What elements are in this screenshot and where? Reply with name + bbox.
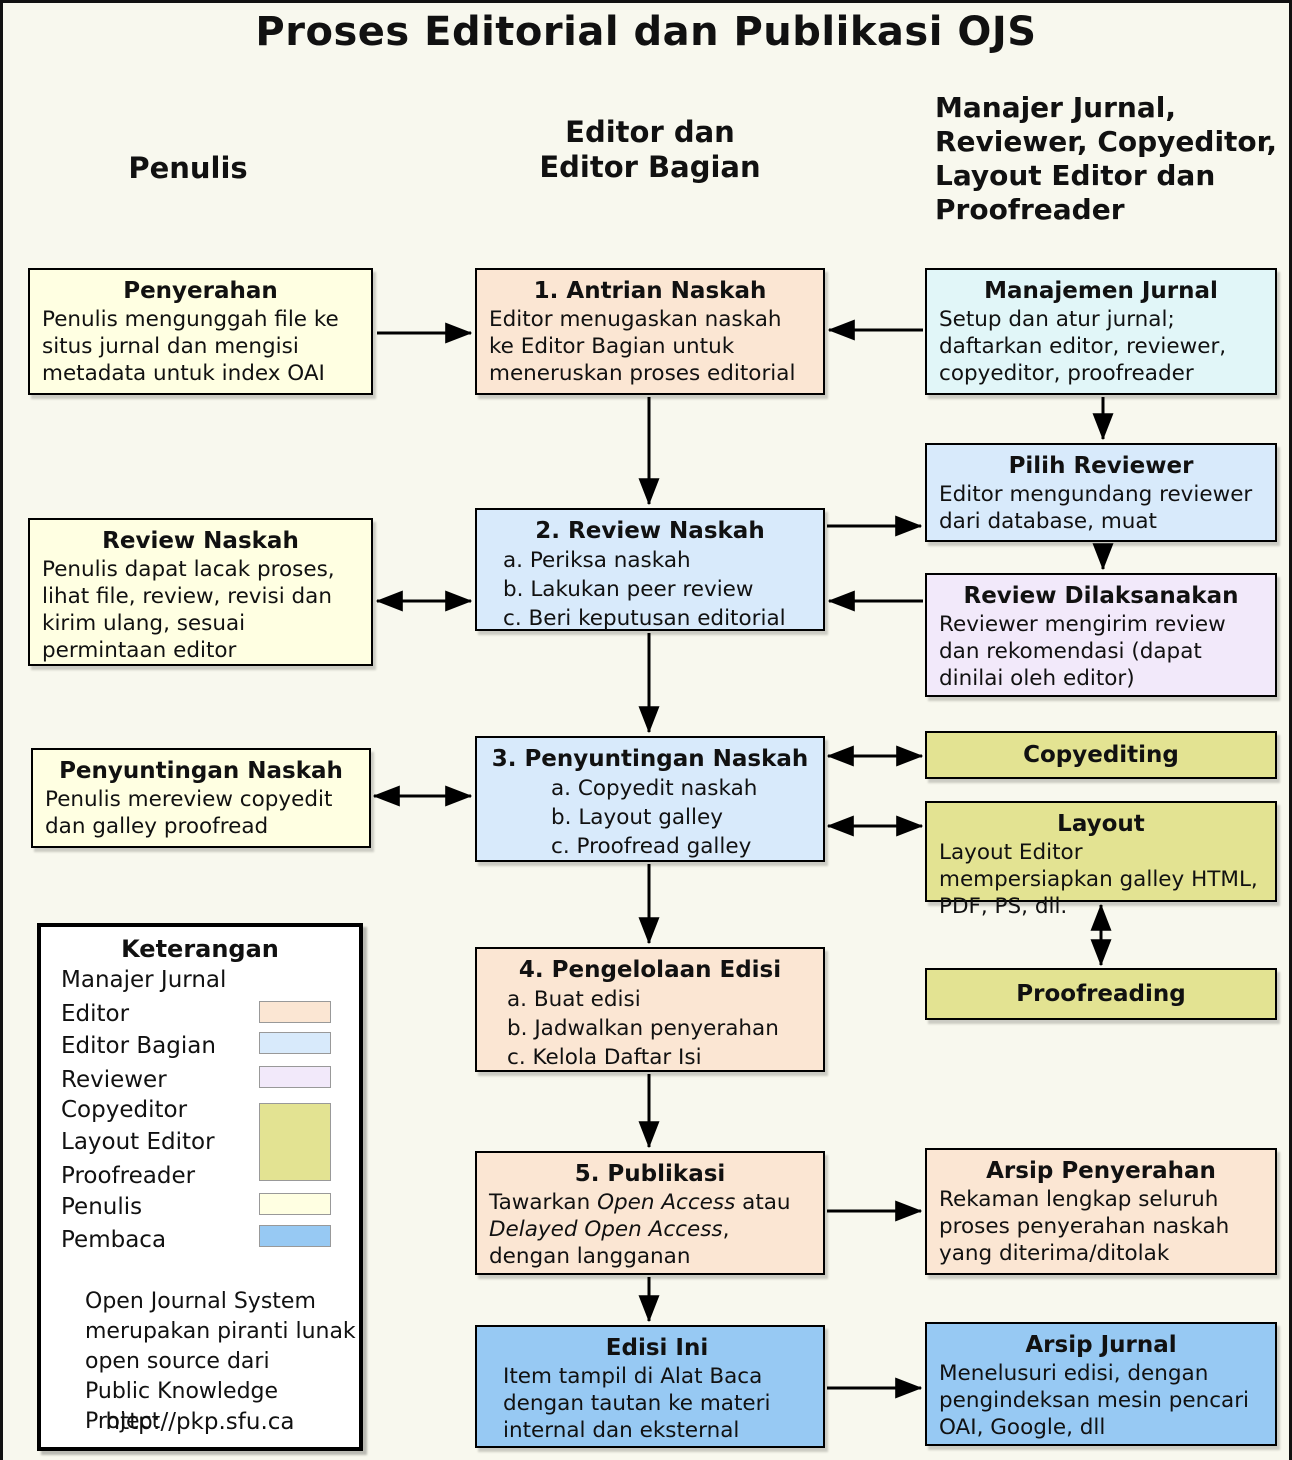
legend-swatch-pembaca	[259, 1225, 331, 1247]
box-review-dilaksanakan-body: Reviewer mengirim review dan rekomendasi…	[939, 612, 1226, 691]
box-review-naskah: 2. Review Naskah a. Periksa naskah b. La…	[475, 508, 825, 631]
box-penyuntingan-naskah-penulis-title: Penyuntingan Naskah	[59, 758, 343, 784]
box-pengelolaan-edisi-item-a: a. Buat edisi	[507, 987, 641, 1012]
box-edisi-ini: Edisi Ini Item tampil di Alat Baca denga…	[475, 1325, 825, 1448]
box-penyuntingan-naskah-title: 3. Penyuntingan Naskah	[491, 746, 809, 772]
column-header-editor-line2: Editor Bagian	[539, 150, 761, 184]
box-penyuntingan-naskah: 3. Penyuntingan Naskah a. Copyedit naska…	[475, 736, 825, 862]
box-review-naskah-item-c: c. Beri keputusan editorial	[503, 606, 786, 631]
legend-note-line2: merupakan piranti lunak	[85, 1319, 356, 1344]
legend-title: Keterangan	[121, 935, 279, 963]
box-copyediting: Copyediting	[925, 731, 1277, 779]
box-review-naskah-penulis: Review Naskah Penulis dapat lacak proses…	[28, 518, 373, 666]
column-header-penulis: Penulis	[28, 151, 348, 186]
box-proofreading: Proofreading	[925, 968, 1277, 1020]
legend-url: http://pkp.sfu.ca	[105, 1409, 295, 1435]
box-penyuntingan-naskah-penulis-body: Penulis mereview copyedit dan galley pro…	[45, 787, 333, 839]
legend-swatch-copyeditor-layout-proofreader	[259, 1103, 331, 1181]
legend-box: Keterangan Manajer Jurnal Editor Editor …	[37, 923, 363, 1451]
legend-swatch-editor-bagian	[259, 1032, 331, 1054]
box-arsip-jurnal-title: Arsip Jurnal	[1025, 1332, 1177, 1358]
box-manajemen-jurnal-title: Manajemen Jurnal	[984, 278, 1218, 304]
legend-label-penulis: Penulis	[61, 1194, 143, 1220]
legend-label-layout-editor: Layout Editor	[61, 1129, 215, 1155]
box-penyuntingan-naskah-item-c: c. Proofread galley	[551, 834, 752, 859]
legend-label-editor-bagian: Editor Bagian	[61, 1033, 216, 1059]
box-manajemen-jurnal: Manajemen Jurnal Setup dan atur jurnal; …	[925, 268, 1277, 395]
column-header-manajer-line4: Proofreader	[935, 193, 1125, 226]
box-pilih-reviewer-body: Editor mengundang reviewer dari database…	[939, 482, 1253, 534]
column-header-manajer-line3: Layout Editor dan	[935, 159, 1216, 192]
box-arsip-penyerahan: Arsip Penyerahan Rekaman lengkap seluruh…	[925, 1148, 1277, 1275]
legend-swatch-penulis	[259, 1193, 331, 1215]
publikasi-seg5: , dengan langganan	[489, 1217, 730, 1269]
box-layout: Layout Layout Editor mempersiapkan galle…	[925, 801, 1277, 919]
box-edisi-ini-body: Item tampil di Alat Baca dengan tautan k…	[503, 1364, 771, 1443]
box-review-naskah-item-b: b. Lakukan peer review	[503, 577, 754, 602]
box-arsip-penyerahan-title: Arsip Penyerahan	[986, 1158, 1216, 1184]
box-manajemen-jurnal-body: Setup dan atur jurnal; daftarkan editor,…	[939, 307, 1227, 386]
legend-label-pembaca: Pembaca	[61, 1227, 167, 1253]
box-edisi-ini-title: Edisi Ini	[605, 1335, 709, 1361]
box-layout-body: Layout Editor mempersiapkan galley HTML,…	[939, 840, 1258, 919]
legend-label-manajer-jurnal: Manajer Jurnal	[61, 967, 227, 993]
box-pilih-reviewer-title: Pilih Reviewer	[1008, 453, 1194, 479]
legend-swatch-editor	[259, 1001, 331, 1023]
box-review-naskah-title: 2. Review Naskah	[535, 518, 765, 544]
box-antrian-naskah-body: Editor menugaskan naskah ke Editor Bagia…	[489, 307, 796, 386]
box-publikasi-body: Tawarkan Open Access atau Delayed Open A…	[489, 1189, 811, 1270]
legend-note-line4: Public Knowledge Project	[85, 1379, 279, 1434]
box-pengelolaan-edisi-title: 4. Pengelolaan Edisi	[518, 957, 782, 983]
legend-label-editor: Editor	[61, 1001, 130, 1027]
box-pengelolaan-edisi: 4. Pengelolaan Edisi a. Buat edisi b. Ja…	[475, 947, 825, 1072]
diagram-title: Proses Editorial dan Publikasi OJS	[255, 9, 1037, 55]
box-proofreading-title: Proofreading	[1016, 981, 1186, 1007]
box-review-naskah-penulis-title: Review Naskah	[102, 528, 299, 554]
box-arsip-jurnal-body: Menelusuri edisi, dengan pengindeksan me…	[939, 1361, 1250, 1440]
box-penyuntingan-naskah-item-b: b. Layout galley	[551, 805, 723, 830]
box-pilih-reviewer: Pilih Reviewer Editor mengundang reviewe…	[925, 443, 1277, 542]
box-arsip-jurnal: Arsip Jurnal Menelusuri edisi, dengan pe…	[925, 1322, 1277, 1446]
legend-swatch-reviewer	[259, 1066, 331, 1088]
column-header-penulis-label: Penulis	[128, 151, 248, 185]
publikasi-seg2-italic: Open Access	[597, 1190, 736, 1215]
column-header-editor-line1: Editor dan	[565, 115, 735, 149]
column-header-manajer-line1: Manajer Jurnal,	[935, 91, 1176, 124]
box-publikasi-title: 5. Publikasi	[574, 1161, 726, 1187]
box-review-naskah-item-a: a. Periksa naskah	[503, 548, 691, 573]
publikasi-seg3: atau	[735, 1190, 791, 1215]
column-header-manajer-line2: Reviewer, Copyeditor,	[935, 125, 1277, 158]
box-penyuntingan-naskah-penulis: Penyuntingan Naskah Penulis mereview cop…	[31, 748, 371, 848]
legend-note-line3: open source dari	[85, 1349, 270, 1374]
box-review-naskah-penulis-body: Penulis dapat lacak proses, lihat file, …	[42, 557, 335, 663]
legend-label-copyeditor: Copyeditor	[61, 1097, 188, 1123]
box-penyerahan-body: Penulis mengunggah file ke situs jurnal …	[42, 307, 339, 386]
box-copyediting-title: Copyediting	[1023, 742, 1179, 768]
legend-label-proofreader: Proofreader	[61, 1163, 196, 1189]
column-header-editor: Editor dan Editor Bagian	[475, 115, 825, 185]
box-arsip-penyerahan-body: Rekaman lengkap seluruh proses penyeraha…	[939, 1187, 1230, 1266]
box-pengelolaan-edisi-item-b: b. Jadwalkan penyerahan	[507, 1016, 779, 1041]
box-layout-title: Layout	[1057, 811, 1145, 837]
legend-note-line1: Open Journal System	[85, 1289, 316, 1314]
box-publikasi: 5. Publikasi Tawarkan Open Access atau D…	[475, 1151, 825, 1275]
box-antrian-naskah: 1. Antrian Naskah Editor menugaskan nask…	[475, 268, 825, 395]
box-penyerahan-title: Penyerahan	[123, 278, 278, 304]
box-antrian-naskah-title: 1. Antrian Naskah	[533, 278, 767, 304]
publikasi-seg1: Tawarkan	[489, 1190, 598, 1215]
box-review-dilaksanakan: Review Dilaksanakan Reviewer mengirim re…	[925, 573, 1277, 697]
box-penyuntingan-naskah-item-a: a. Copyedit naskah	[551, 776, 758, 801]
box-pengelolaan-edisi-item-c: c. Kelola Daftar Isi	[507, 1045, 702, 1070]
box-review-dilaksanakan-title: Review Dilaksanakan	[963, 583, 1239, 609]
legend-label-reviewer: Reviewer	[61, 1067, 167, 1093]
legend-note: Open Journal System merupakan piranti lu…	[85, 1287, 359, 1437]
publikasi-seg4-italic: Delayed Open Access	[489, 1217, 723, 1242]
column-header-manajer: Manajer Jurnal, Reviewer, Copyeditor, La…	[935, 91, 1289, 227]
box-penyerahan: Penyerahan Penulis mengunggah file ke si…	[28, 268, 373, 395]
